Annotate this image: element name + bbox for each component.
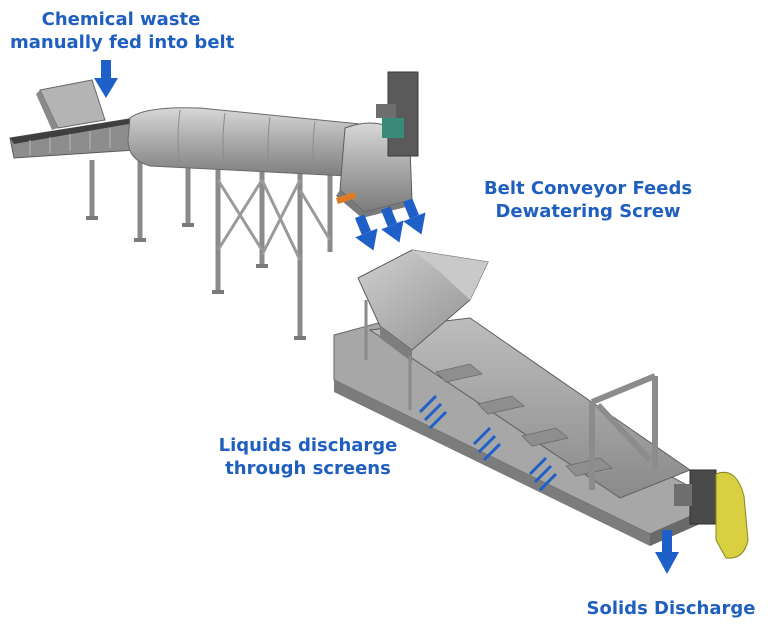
drive-guard — [715, 471, 749, 559]
down-arrow-icon — [380, 206, 404, 243]
label-solids-discharge: Solids Discharge — [586, 598, 756, 619]
label-chemical-waste: Chemical waste manually fed into belt — [10, 8, 235, 54]
conveyor-braces — [216, 179, 332, 261]
belt-conveyor — [9, 71, 419, 340]
screen-discharge-arrow-icon — [472, 426, 502, 462]
dewatering-screw — [333, 249, 749, 559]
belt-surface — [10, 118, 140, 144]
label-liquids-discharge: Liquids discharge through screens — [210, 434, 406, 480]
label-belt-conveyor: Belt Conveyor Feeds Dewatering Screw — [468, 177, 708, 223]
label-belt-conveyor-line1: Belt Conveyor Feeds — [483, 178, 693, 199]
label-liquids-discharge-line2: through screens — [225, 458, 391, 479]
discharge-motor — [689, 469, 717, 525]
down-arrow-icon — [402, 198, 426, 235]
down-arrow-icon — [94, 60, 118, 98]
down-arrow-icon — [655, 530, 679, 574]
chute-flap — [336, 192, 356, 204]
flow-arrows — [94, 60, 679, 574]
gearbox — [382, 118, 404, 138]
screen-discharge-arrow-icon — [528, 456, 558, 492]
label-liquids-discharge-line1: Liquids discharge — [218, 435, 398, 456]
label-chemical-waste-line2: manually fed into belt — [10, 32, 235, 53]
discharge-a-frame — [589, 373, 658, 490]
conveyor-legs — [89, 160, 333, 338]
screen-discharge-arrow-icon — [418, 394, 448, 430]
label-chemical-waste-line1: Chemical waste — [41, 9, 201, 30]
conveyor-feet — [86, 216, 306, 340]
screen-discharge-arrows — [418, 394, 558, 492]
down-arrow-icon — [354, 214, 378, 251]
label-belt-conveyor-line2: Dewatering Screw — [495, 201, 681, 222]
